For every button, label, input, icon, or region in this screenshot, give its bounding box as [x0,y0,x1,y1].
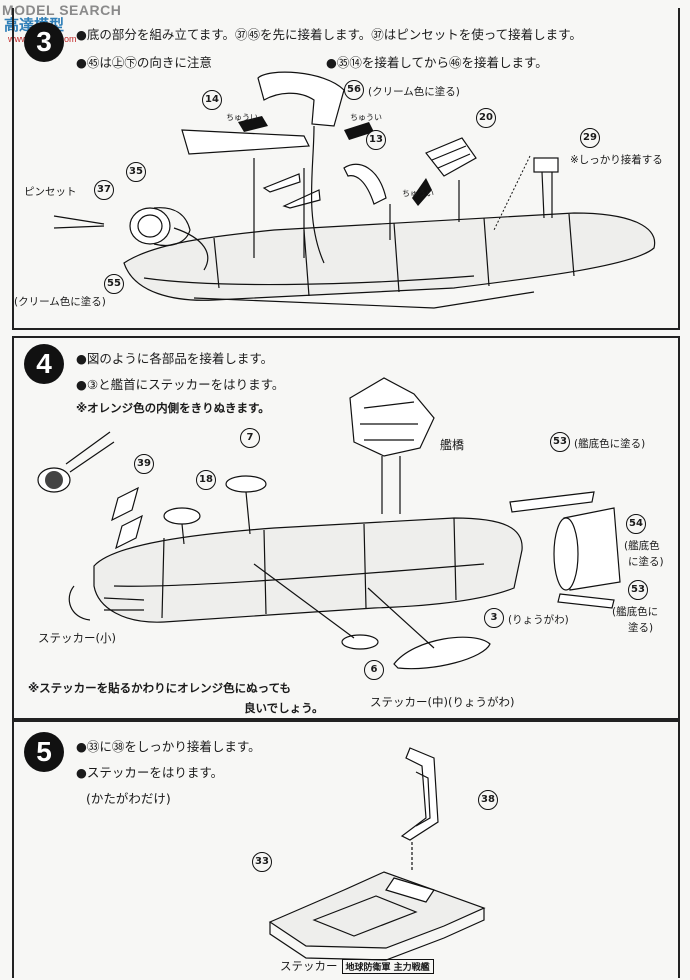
step4-number: 4 [24,344,64,384]
part-54-label: 54 [626,514,646,534]
part-14-label: 14 [202,90,222,110]
part-20-label: 20 [476,108,496,128]
part-37-label: 37 [94,180,114,200]
tweezers-label: ピンセット [24,186,77,198]
step5-panel: 5 ●㉝に㊳をしっかり接着します。 ●ステッカーをはります。 (かたがわだけ) … [12,720,680,978]
part-54-note2: に塗る) [628,556,664,568]
part-54-note1: (艦底色 [624,540,660,552]
part-38-label: 38 [478,790,498,810]
step3-line2: ●㊺は㊤㊦の向きに注意 [76,55,212,70]
step5-line1: ●㉝に㊳をしっかり接着します。 [76,739,261,754]
part-39-label: 39 [134,454,154,474]
step4-footnote1: ※ステッカーを貼るかわりにオレンジ色にぬっても [28,681,292,695]
part-13-label: 13 [366,130,386,150]
step3-diagram [53,71,656,309]
step4-panel: 4 ●図のように各部品を接着します。 ●③と艦首にステッカーをはります。 ※オレ… [12,336,680,720]
step3-panel: 3 ●底の部分を組み立てます。㊲㊺を先に接着します。㊲はピンセットを使って接着し… [12,8,680,330]
step3-number: 3 [24,22,64,62]
step5-number: 5 [24,732,64,772]
part-3-note: (りょうがわ) [508,614,569,626]
sticker-label: ステッカー地球防衛軍 主力戦艦 [280,958,434,974]
part-53-label: 53 [550,432,570,452]
step5-line2: ●ステッカーをはります。 [76,765,224,780]
part-35-label: 35 [126,162,146,182]
caution-arrow-2: ちゅうい [350,113,382,122]
step4-diagram [37,377,621,670]
sticker-text: ステッカー [280,959,338,973]
sticker-mid-label: ステッカー(中)(りょうがわ) [370,695,515,709]
part-6-label: 6 [364,660,384,680]
part-3-label: 3 [484,608,504,628]
caution-arrow-1: ちゅうい [226,113,258,122]
caution-arrow-3: ちゅうい [402,189,434,198]
bridge-label: 艦橋 [440,438,465,452]
part-55-note: (クリーム色に塗る) [14,296,106,308]
part-56-label: 56 [344,80,364,100]
part-53b-label: 53 [628,580,648,600]
sticker-box: 地球防衛軍 主力戦艦 [341,959,434,974]
part-55-label: 55 [104,274,124,294]
sticker-small-label: ステッカー(小) [38,631,116,645]
part-53-note: (艦底色に塗る) [574,438,646,450]
part-29-label: 29 [580,128,600,148]
part-18-label: 18 [196,470,216,490]
step4-line2: ●③と艦首にステッカーをはります。 [76,377,285,392]
part-7-label: 7 [240,428,260,448]
watermark-site: MODEL SEARCH [2,2,122,18]
step5-line3: (かたがわだけ) [86,791,171,806]
part-53b-note1: (艦底色に [612,606,659,618]
part-29-note: ※しっかり接着する [570,154,663,166]
step4-line1: ●図のように各部品を接着します。 [76,351,274,366]
step4-line3: ※オレンジ色の内側をきりぬきます。 [76,401,270,415]
step3-line3: ●㉟⑭を接着してから㊻を接着します。 [326,55,548,70]
step5-diagram [268,747,486,961]
part-53b-note2: 塗る) [628,622,654,634]
part-56-note: (クリーム色に塗る) [368,86,460,98]
part-33-label: 33 [252,852,272,872]
step4-footnote2: 良いでしょう。 [244,701,324,715]
step3-line1: ●底の部分を組み立てます。㊲㊺を先に接着します。㊲はピンセットを使って接着します… [76,27,582,42]
